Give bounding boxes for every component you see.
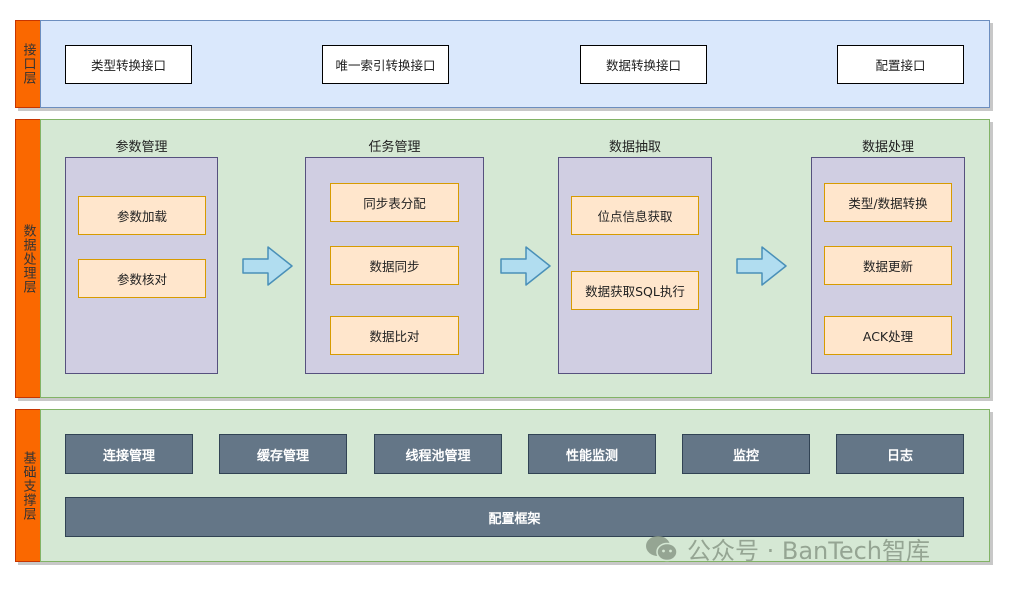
item-label: 类型/数据转换 [848, 196, 928, 211]
item-label: 线程池管理 [405, 448, 471, 464]
item-position-info-fetch[interactable]: 位点信息获取 [571, 196, 699, 235]
interface-layer-label-text: 接口层 [20, 43, 36, 85]
right-arrow-icon [736, 246, 787, 286]
item-label: 日志 [886, 448, 913, 464]
interface-item-label: 唯一索引转换接口 [335, 58, 436, 73]
foundation-layer-label: 基础支撑层 [15, 409, 41, 562]
group-title-task-management: 任务管理 [368, 140, 421, 155]
group-data-extraction [558, 157, 712, 374]
item-data-compare[interactable]: 数据比对 [330, 316, 459, 355]
item-label: 参数加载 [116, 209, 167, 224]
item-label: 同步表分配 [363, 196, 426, 211]
item-label: 数据更新 [862, 259, 913, 274]
item-param-check[interactable]: 参数核对 [78, 259, 206, 298]
group-title-data-processing: 数据处理 [861, 140, 914, 155]
item-ack-processing[interactable]: ACK处理 [824, 316, 952, 355]
item-label: 配置框架 [488, 511, 541, 527]
item-label: ACK处理 [862, 329, 914, 344]
right-arrow-icon [242, 246, 293, 286]
cache-management[interactable]: 缓存管理 [219, 434, 347, 474]
item-label: 数据获取SQL执行 [585, 284, 685, 299]
item-label: 连接管理 [102, 448, 155, 464]
processing-layer-label-text: 数据处理层 [20, 223, 36, 294]
item-sync-table-allocation[interactable]: 同步表分配 [330, 183, 459, 222]
monitoring[interactable]: 监控 [682, 434, 810, 474]
interface-data-conversion[interactable]: 数据转换接口 [580, 45, 707, 84]
watermark: 公众号 · BanTech智库 [645, 531, 930, 566]
config-framework[interactable]: 配置框架 [65, 497, 964, 537]
interface-layer-panel [40, 20, 990, 108]
right-arrow-icon [500, 246, 551, 286]
interface-config[interactable]: 配置接口 [837, 45, 964, 84]
group-title-param-management: 参数管理 [115, 140, 168, 155]
item-label: 参数核对 [116, 272, 167, 287]
interface-unique-index-conversion[interactable]: 唯一索引转换接口 [322, 45, 449, 84]
connection-management[interactable]: 连接管理 [65, 434, 193, 474]
item-param-loading[interactable]: 参数加载 [78, 196, 206, 235]
performance-monitoring[interactable]: 性能监测 [528, 434, 656, 474]
item-data-sync[interactable]: 数据同步 [330, 246, 459, 285]
item-label: 性能监测 [565, 448, 618, 464]
item-data-fetch-sql-exec[interactable]: 数据获取SQL执行 [571, 271, 699, 310]
item-label: 监控 [732, 448, 759, 464]
watermark-text: 公众号 · BanTech智库 [687, 537, 931, 565]
foundation-layer-label-text: 基础支撑层 [20, 450, 36, 521]
item-type-data-conversion[interactable]: 类型/数据转换 [824, 183, 952, 222]
interface-item-label: 数据转换接口 [605, 58, 681, 73]
item-data-update[interactable]: 数据更新 [824, 246, 952, 285]
item-label: 数据同步 [369, 259, 420, 274]
processing-layer-label: 数据处理层 [15, 119, 41, 398]
item-label: 缓存管理 [256, 448, 309, 464]
item-label: 数据比对 [369, 329, 420, 344]
logging[interactable]: 日志 [836, 434, 964, 474]
interface-item-label: 配置接口 [875, 58, 926, 73]
group-title-data-extraction: 数据抽取 [608, 140, 661, 155]
interface-layer-label: 接口层 [15, 20, 41, 108]
item-label: 位点信息获取 [597, 209, 673, 224]
thread-pool-management[interactable]: 线程池管理 [374, 434, 502, 474]
interface-type-conversion[interactable]: 类型转换接口 [65, 45, 192, 84]
interface-item-label: 类型转换接口 [90, 58, 166, 73]
wechat-icon [646, 535, 678, 561]
